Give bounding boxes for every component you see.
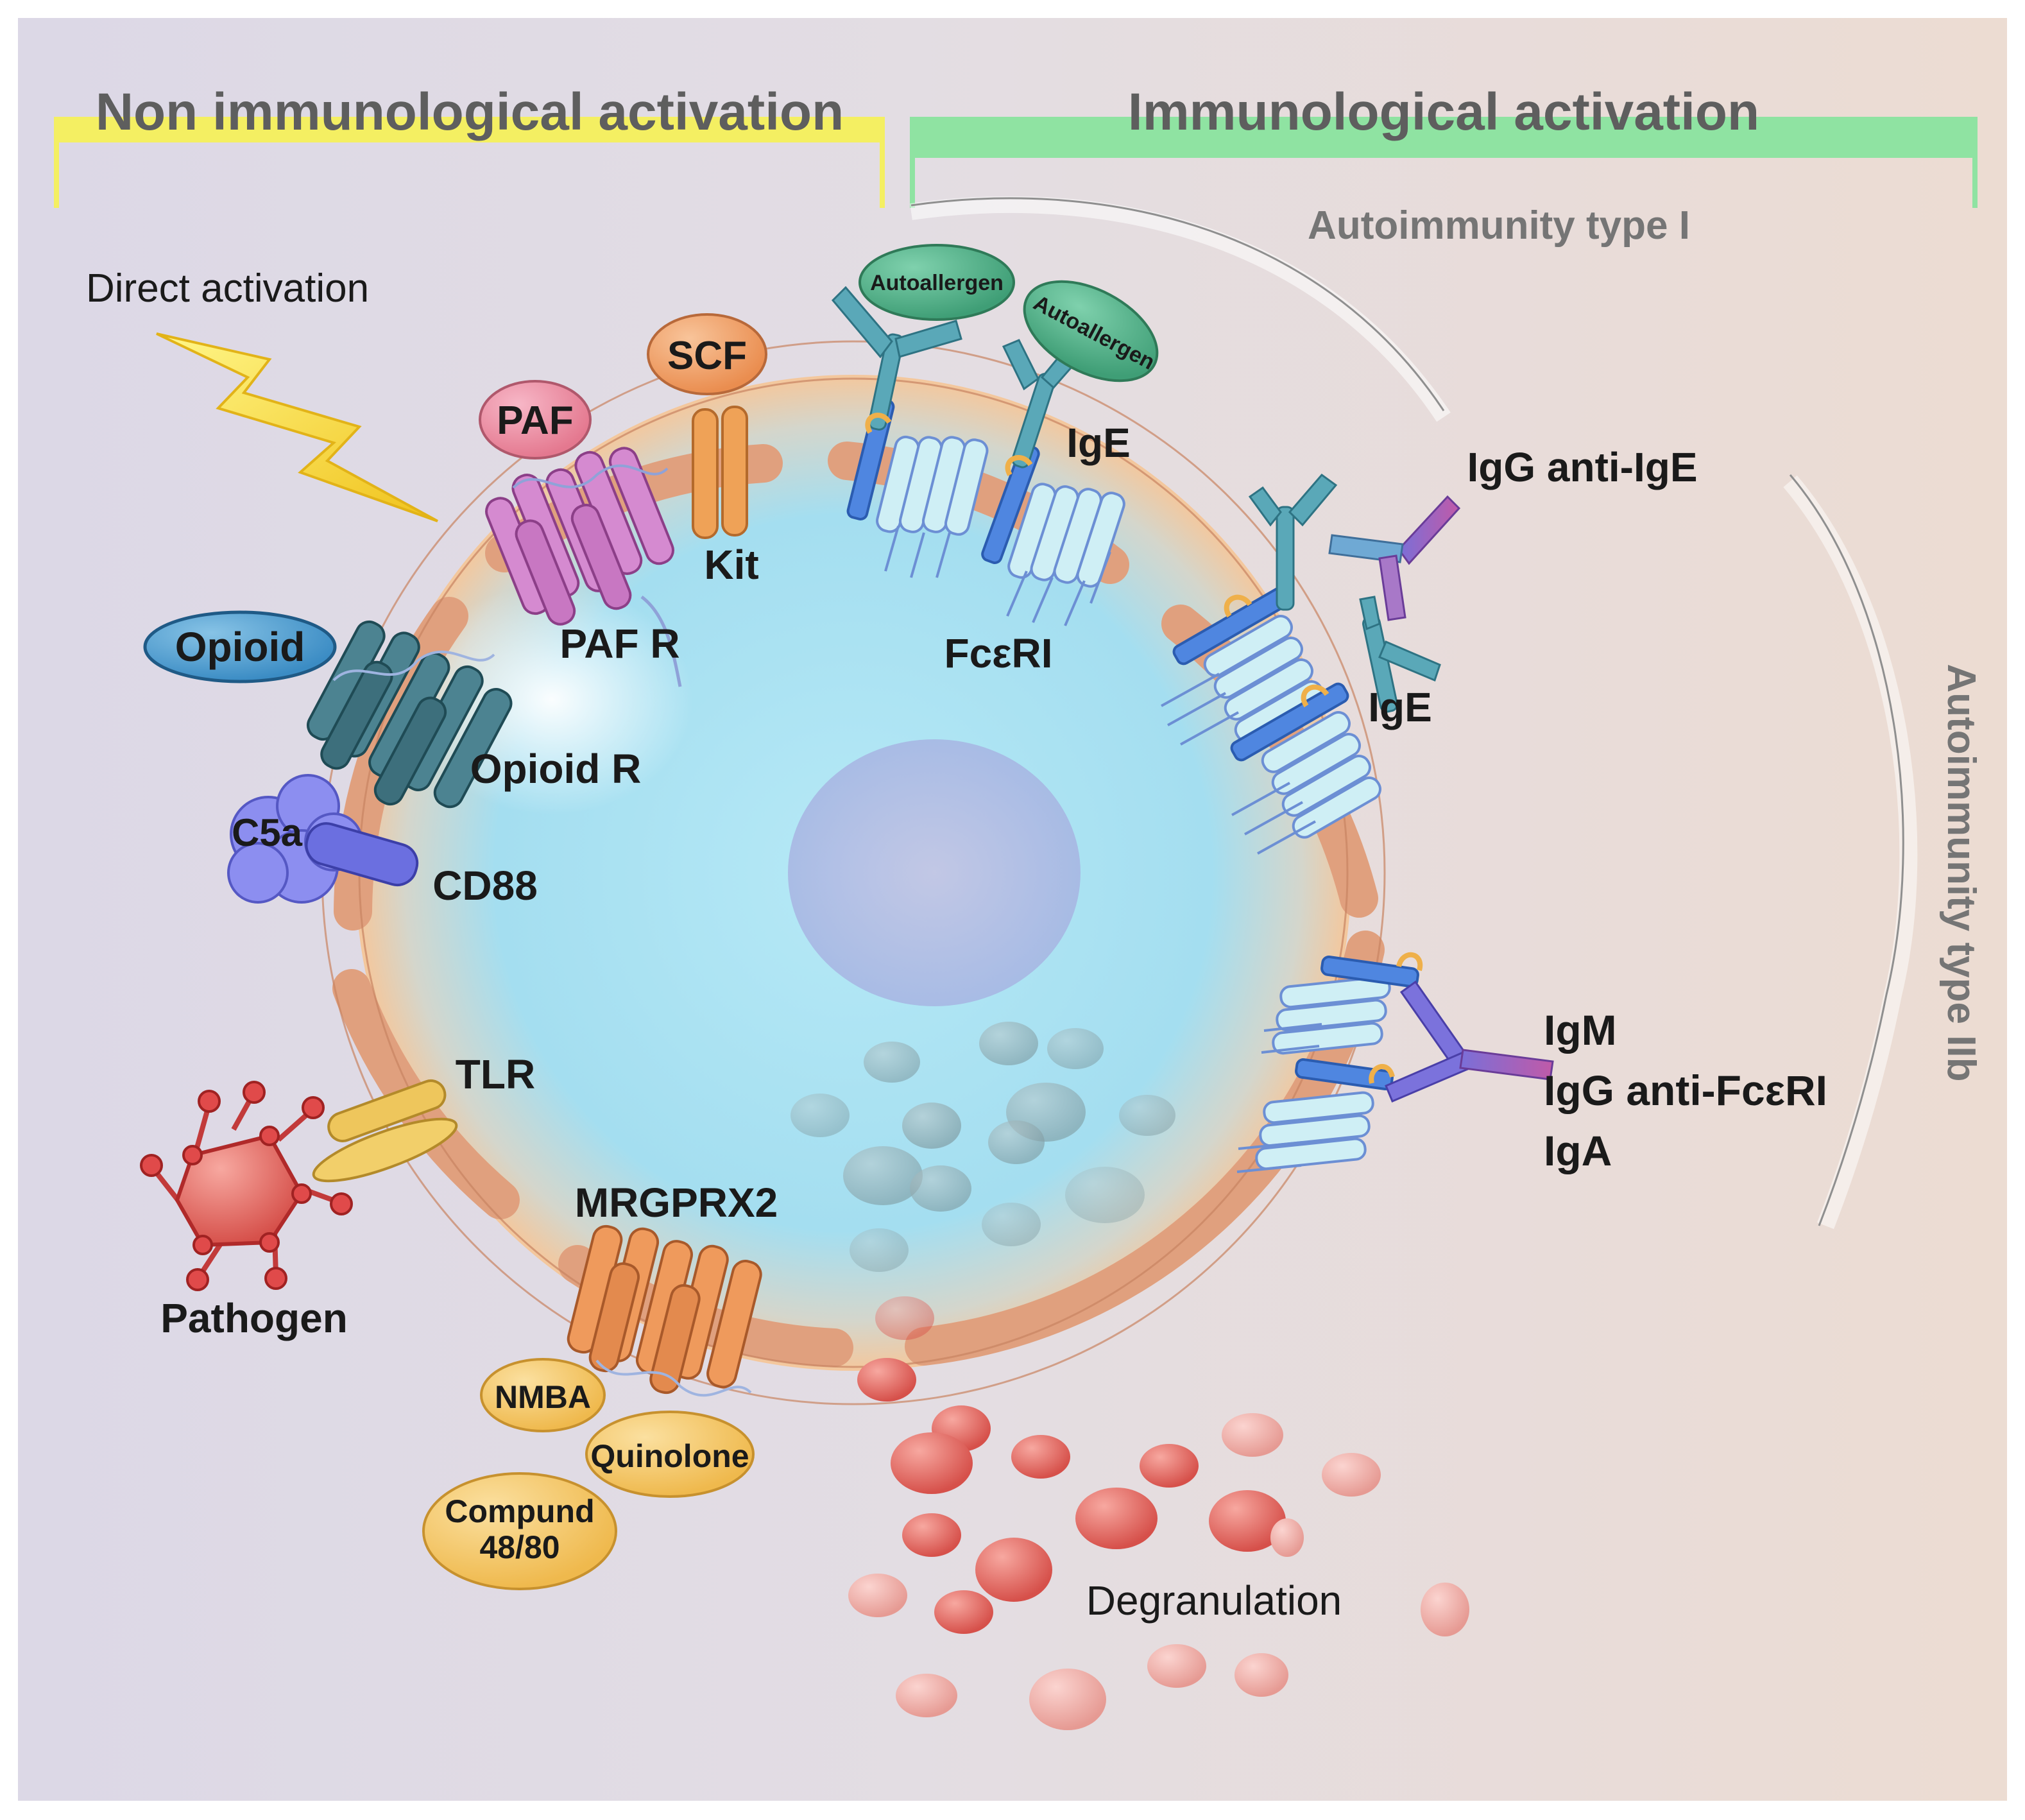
pathogen-label: Pathogen: [160, 1295, 348, 1341]
opioid-receptor: [307, 620, 513, 809]
scf-ligand: [647, 313, 767, 395]
fceri-receptor-right-middle: [1230, 682, 1381, 855]
mrgprx2-label: MRGPRX2: [575, 1180, 778, 1226]
released-granules: [848, 1358, 1469, 1730]
compound-label-line1: Compund: [445, 1493, 594, 1529]
autoallergen-1-label: Autoallergen: [870, 271, 1004, 295]
fceri-label: FcεRI: [944, 630, 1052, 676]
quinolone-ligand: [585, 1411, 755, 1498]
cd88-label: CD88: [432, 863, 538, 909]
pathogen: [140, 1081, 353, 1291]
autoallergen-2: [1023, 280, 1159, 382]
mast-cell: [355, 375, 1351, 1371]
paf-r-label: PAF R: [560, 621, 679, 667]
nmba-label: NMBA: [495, 1379, 591, 1415]
immunological-heading: Immunological activation: [1128, 83, 1759, 141]
autoimmunity-i-arc: [910, 197, 1445, 411]
nucleus: [788, 739, 1081, 1006]
scf-label: SCF: [667, 334, 747, 378]
ige-antibody-right-upper: [1224, 473, 1338, 618]
degranulation-label: Degranulation: [1086, 1577, 1342, 1624]
kit-label: Kit: [704, 542, 758, 588]
ige-label-top: IgE: [1066, 420, 1131, 466]
compound-label-line2: 48/80: [479, 1529, 560, 1565]
tlr-label: TLR: [456, 1051, 535, 1097]
fceri-receptor-right-upper: [1161, 586, 1324, 746]
autoimmunity-iib-arc: [1789, 474, 1904, 1226]
mrgprx2-receptor: [567, 1224, 762, 1397]
autoallergen-1: [859, 244, 1015, 321]
ige-label-right: IgE: [1368, 684, 1432, 730]
ige-antibody-right-middle: [1301, 596, 1441, 713]
igg-anti-fceri-label: IgG anti-FcεRI: [1544, 1067, 1827, 1114]
direct-activation-label: Direct activation: [86, 266, 369, 311]
paf-label: PAF: [497, 399, 573, 443]
ige-antibody-top-left: [831, 286, 962, 434]
quinolone-label: Quinolone: [590, 1438, 749, 1474]
tlr-receptor: [312, 1079, 458, 1183]
opioid-label: Opioid: [175, 624, 305, 670]
cd88-receptor: [305, 822, 419, 887]
opioid-r-label: Opioid R: [470, 746, 642, 792]
intracellular-granules: [790, 1022, 1175, 1340]
autoimmunity-type-iib-label: Autoimmunity type IIb: [1939, 664, 1983, 1082]
kit-receptor: [692, 406, 748, 539]
autoimmunity-i-arc-shadow: [910, 196, 1451, 422]
igg-anti-ige-label: IgG anti-IgE: [1467, 444, 1697, 490]
nmba-ligand: [480, 1358, 606, 1432]
autoimmunity-type-i-label: Autoimmunity type I: [1308, 203, 1690, 248]
compound-48-80-ligand: [422, 1472, 617, 1590]
lightning-bolt-icon: [156, 332, 438, 522]
fceri-receptor-right-lower-1: [1261, 952, 1423, 1055]
igg-anti-fceri-antibody: [1385, 980, 1554, 1103]
paf-ligand: [479, 380, 592, 459]
fceri-receptor-top-right: [981, 443, 1125, 626]
igg-anti-ige-antibody: [1328, 495, 1461, 621]
non-immunological-bracket: [54, 117, 885, 208]
non-immunological-heading: Non immunological activation: [96, 83, 844, 141]
immunological-bracket: [910, 117, 1978, 208]
iga-label: IgA: [1544, 1127, 1612, 1174]
c5a-label: C5a: [232, 811, 303, 854]
opioid-ligand: [143, 610, 337, 683]
fceri-receptor-right-lower-2: [1236, 1058, 1395, 1173]
paf-receptor: [485, 447, 682, 687]
igm-label: IgM: [1544, 1006, 1617, 1054]
